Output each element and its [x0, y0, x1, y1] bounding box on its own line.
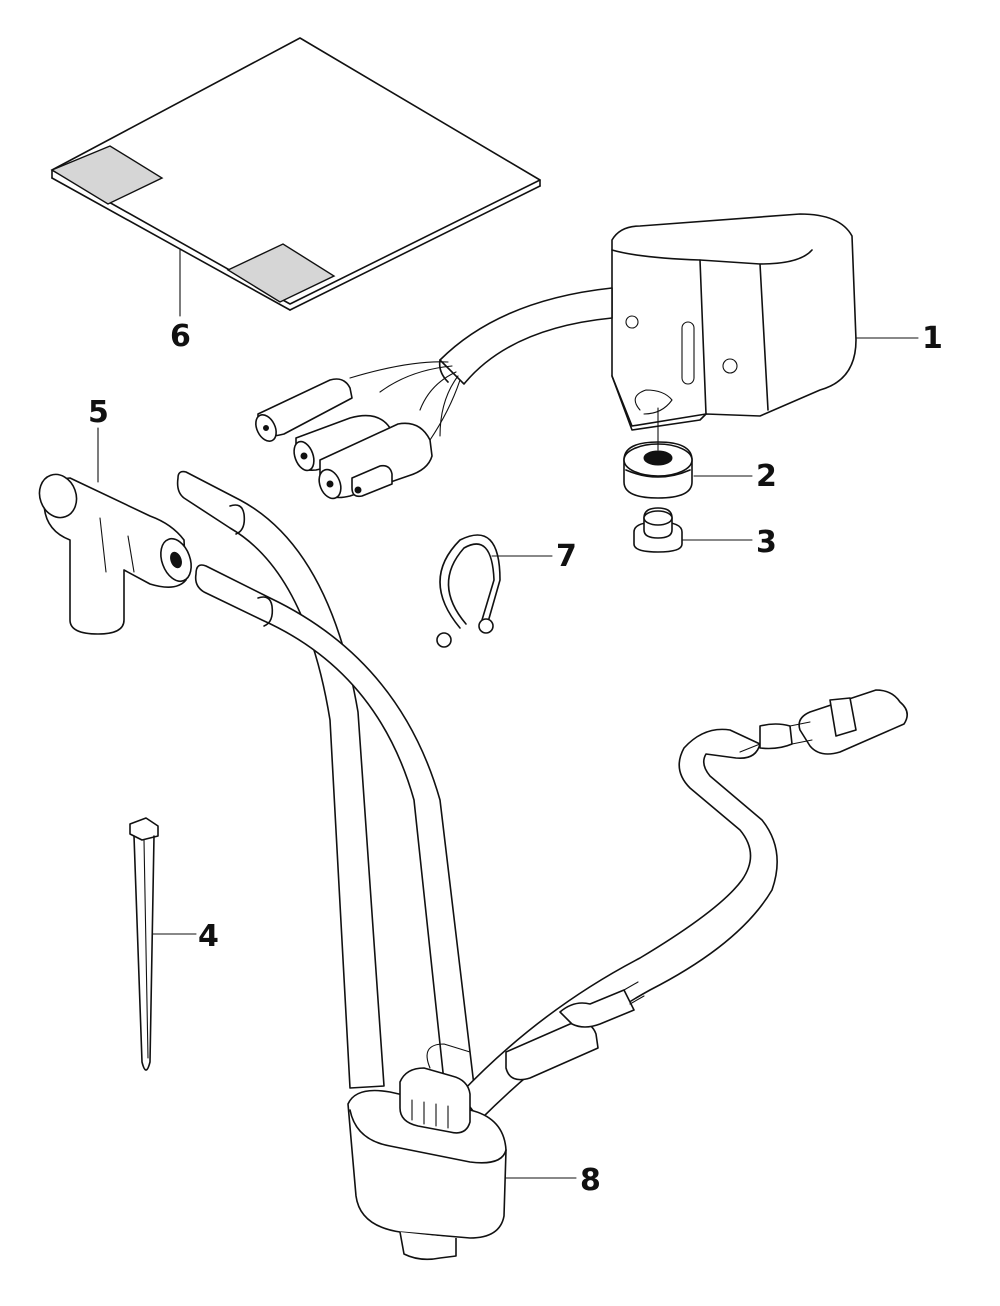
part-6-decal-sheet — [50, 37, 541, 311]
callout-4: 4 — [198, 919, 219, 954]
callout-5: 5 — [88, 395, 109, 430]
callout-8: 8 — [580, 1163, 601, 1198]
part-1-cdi-module — [255, 213, 857, 500]
part-5-spark-plug-cap — [38, 473, 192, 635]
callout-leaders — [97, 249, 919, 1179]
part-4-cable-tie — [129, 817, 159, 1071]
callout-2: 2 — [756, 459, 777, 494]
callout-7: 7 — [556, 539, 577, 574]
callout-3: 3 — [756, 525, 777, 560]
callout-labels: 1 2 3 4 5 6 7 8 — [88, 319, 943, 1198]
callout-6: 6 — [170, 319, 191, 354]
callout-1: 1 — [922, 321, 943, 356]
part-8-ignition-coil — [176, 470, 908, 1261]
part-2-grommet — [623, 407, 693, 499]
part-7-cable-clamp — [436, 534, 501, 648]
part-3-collar — [633, 507, 683, 553]
